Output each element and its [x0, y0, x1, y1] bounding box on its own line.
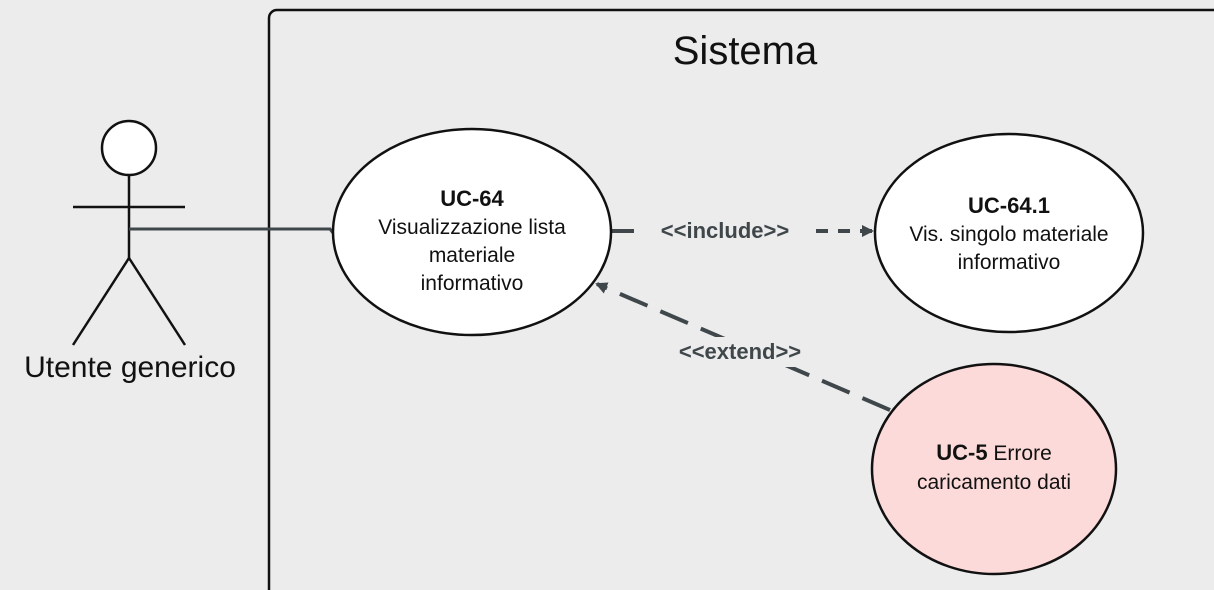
use-case-uc5-ellipse [870, 362, 1118, 576]
include-label: <<include>> [661, 218, 789, 243]
use-case-uc5-inline-text: Errore [988, 442, 1052, 465]
use-case-uc64-ellipse [331, 127, 613, 337]
use-case-uc64-id: UC-64 [440, 186, 504, 211]
use-case-uc64-1-ellipse [873, 132, 1145, 334]
actor-head [100, 119, 158, 177]
actor-label: Utente generico [24, 351, 236, 384]
use-case-uc64-line3: informativo [421, 272, 524, 295]
use-case-uc64-1-line1: Vis. singolo materiale [909, 223, 1108, 246]
use-case-uc5[interactable]: UC-5 Errore caricamento dati [870, 362, 1118, 576]
use-case-uc64-1[interactable]: UC-64.1 Vis. singolo materiale informati… [873, 132, 1145, 334]
use-case-uc64[interactable]: UC-64 Visualizzazione lista materiale in… [331, 127, 613, 337]
system-title: Sistema [673, 29, 818, 73]
use-case-uc64-line1: Visualizzazione lista [378, 216, 566, 239]
use-case-uc64-line2: materiale [429, 244, 515, 267]
actor-figure [71, 119, 187, 346]
actor-left-leg [71, 257, 131, 346]
use-case-uc64-1-line2: informativo [958, 251, 1061, 274]
use-case-uc5-id: UC-5 [936, 440, 987, 465]
use-case-uc5-line2: caricamento dati [917, 471, 1071, 494]
use-case-uc5-line1: UC-5 Errore [936, 440, 1052, 465]
extend-label-background [664, 337, 818, 367]
use-case-uc64-1-id: UC-64.1 [968, 193, 1050, 218]
actor-right-leg [127, 257, 187, 346]
extend-label: <<extend>> [679, 339, 801, 364]
